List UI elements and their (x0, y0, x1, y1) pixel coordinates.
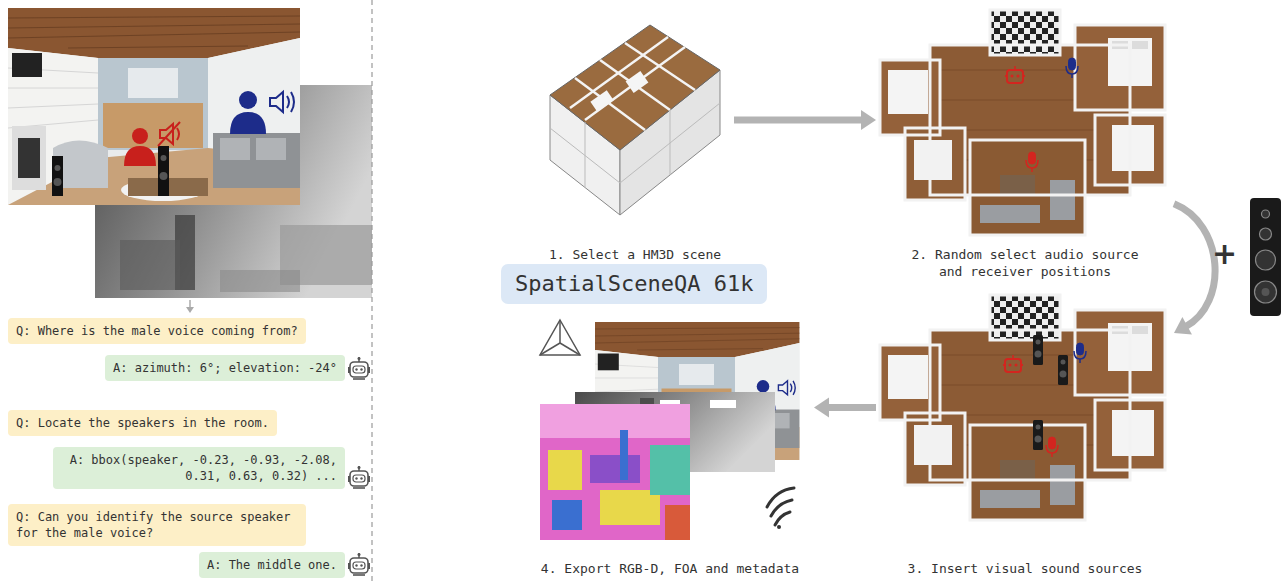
export-stack-part-part (775, 512, 790, 525)
dataset-badge: SpatialSceneQA 61k (501, 264, 767, 304)
export-stack-part-part (560, 343, 580, 355)
house-model-part (550, 103, 720, 188)
export-stack-part (540, 404, 690, 438)
room-photo (8, 8, 300, 205)
speaker-icon-part (1250, 198, 1281, 316)
robot-icon (348, 466, 370, 488)
export-stack-part (600, 490, 660, 525)
floor-plan-part (880, 295, 1165, 520)
speaker-icon-part (1262, 288, 1270, 296)
answer-bubble: A: The middle one. (199, 552, 345, 578)
down-arrow-part (186, 307, 194, 313)
flow-arrow (734, 110, 876, 130)
speaker-icon-part (1262, 210, 1270, 218)
pipeline-step: 1. Select a HM3D scene (540, 15, 730, 263)
house-model-part-part (585, 47, 685, 120)
bubble-text: Q: Locate the speakers in the room. (16, 415, 269, 431)
arrow-line (734, 117, 863, 124)
bubble-text: A: The middle one. (207, 557, 337, 573)
export-stack-part (548, 450, 582, 490)
bubble-text: Q: Where is the male voice coming from? (16, 323, 298, 339)
answer-bubble: A: bbox(speaker, -0.23, -0.93, -2.08, 0.… (53, 447, 345, 489)
house-model-part (590, 90, 613, 111)
floor-plan-part (1074, 343, 1086, 363)
export-stack-part-part (771, 500, 792, 516)
bubble-text: A: azimuth: 6°; elevation: -24° (113, 360, 337, 376)
step-caption: 1. Select a HM3D scene (540, 246, 730, 263)
down-arrow (186, 300, 194, 313)
arrow-head (814, 398, 829, 418)
step-caption: 3. Insert visual sound sources (880, 560, 1170, 577)
bubble-text: A: bbox(speaker, -0.23, -0.93, -2.08, 0.… (61, 452, 337, 484)
floor-plan-part (880, 10, 1165, 235)
floor-plan-part (1058, 355, 1068, 385)
down-arrow-part (189, 300, 191, 308)
question-bubble: Q: Where is the male voice coming from? (8, 318, 306, 344)
robot-icon (348, 553, 370, 575)
bubble-text: Q: Can you identify the source speaker f… (16, 509, 298, 541)
step-caption: 2. Random select audio source and receiv… (880, 246, 1170, 280)
export-stack-part (767, 488, 794, 525)
pipeline-step: 3. Insert visual sound sources (880, 293, 1170, 577)
floor-plan-part (1033, 335, 1043, 365)
arrow-line (1174, 204, 1215, 327)
depth-map-part (220, 270, 300, 292)
floor-plan (880, 10, 1165, 235)
question-bubble: Q: Can you identify the source speaker f… (8, 504, 306, 546)
depth-map-part (120, 240, 180, 290)
arrow-head (1174, 317, 1192, 335)
floor-plan-part (1046, 437, 1058, 457)
export-stack-part (590, 455, 640, 483)
speaker-icon-part (1260, 228, 1272, 240)
export-stack-part-part (540, 343, 560, 355)
export-stack-part (665, 505, 690, 540)
pipeline-step: 4. Export RGB-D, FOA and metadata (530, 318, 810, 577)
house-model-part (550, 25, 720, 150)
divider (371, 0, 372, 582)
arrow-head (861, 110, 876, 130)
floor-plan-part (1066, 58, 1078, 78)
house-model-part-part (670, 110, 671, 175)
house-model-part-part (620, 103, 720, 183)
pipeline-step: 2. Random select audio source and receiv… (880, 8, 1170, 280)
export-stack-part (710, 400, 736, 408)
house-model (550, 25, 720, 215)
house-model-part (570, 37, 695, 130)
house-model-part-part (585, 122, 586, 188)
export-stack-part (540, 320, 580, 355)
export-stack-part (552, 500, 582, 530)
export-stack-part-part (767, 488, 794, 507)
speaker-icon (1250, 198, 1281, 316)
export-stack-part-part (540, 320, 580, 355)
step-caption: 4. Export RGB-D, FOA and metadata (530, 560, 810, 577)
speaker-icon-part (1255, 281, 1277, 303)
floor-plan (880, 295, 1165, 520)
flow-arrow (1174, 204, 1215, 335)
question-bubble: Q: Locate the speakers in the room. (8, 410, 277, 436)
export-stack-part (540, 404, 690, 540)
export-stack (540, 320, 799, 540)
floor-plan-part (1003, 355, 1023, 372)
plus-sign: + (1212, 236, 1237, 271)
house-model-part-part (570, 37, 668, 108)
speaker-icon-part (1256, 250, 1276, 270)
flow-arrow (814, 398, 876, 418)
floor-plan-part (1033, 420, 1043, 450)
export-stack-part (620, 430, 628, 480)
robot-icon (348, 357, 370, 379)
floor-plan-part (1005, 66, 1025, 83)
house-model-part (626, 71, 649, 93)
export-stack-part-part (559, 320, 561, 343)
badge-text: SpatialSceneQA 61k (515, 271, 753, 297)
arrow-line (827, 404, 876, 411)
floor-plan-part (1026, 152, 1038, 172)
export-stack-part (777, 525, 781, 529)
answer-bubble: A: azimuth: 6°; elevation: -24° (105, 355, 345, 381)
export-stack-part (650, 445, 690, 495)
